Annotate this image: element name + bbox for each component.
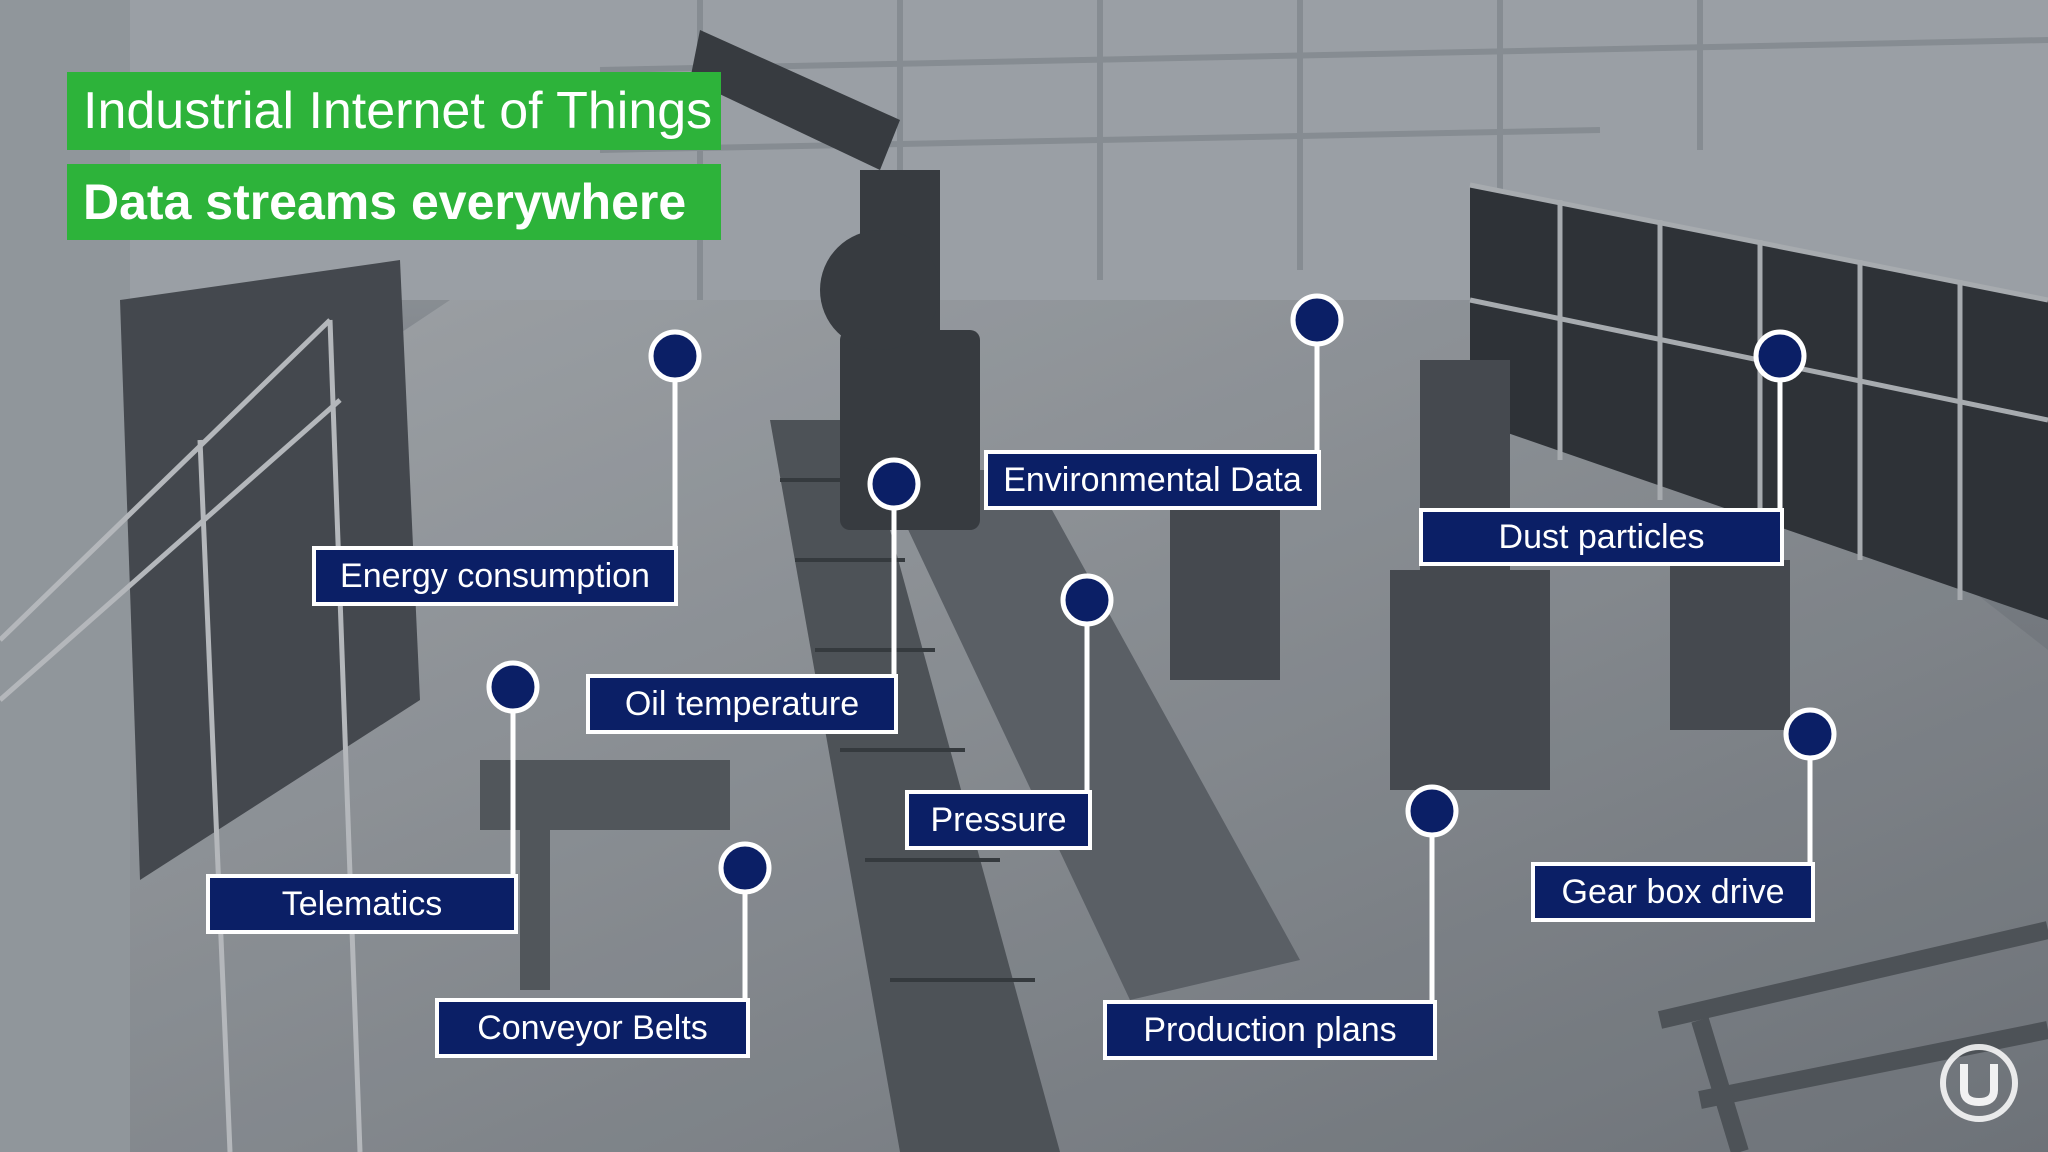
label-energy-consumption: Energy consumption bbox=[312, 546, 678, 606]
label-production-plans: Production plans bbox=[1103, 1000, 1437, 1060]
brand-logo-icon bbox=[1940, 1044, 2018, 1122]
label-oil-temperature: Oil temperature bbox=[586, 674, 898, 734]
label-telematics: Telematics bbox=[206, 874, 518, 934]
title-line-2: Data streams everywhere bbox=[67, 164, 721, 240]
label-dust-particles: Dust particles bbox=[1419, 508, 1784, 566]
title-line-1: Industrial Internet of Things bbox=[67, 72, 721, 150]
label-conveyor-belts: Conveyor Belts bbox=[435, 998, 750, 1058]
label-gear-box-drive: Gear box drive bbox=[1531, 862, 1815, 922]
label-environmental-data: Environmental Data bbox=[984, 450, 1321, 510]
label-pressure: Pressure bbox=[905, 790, 1092, 850]
